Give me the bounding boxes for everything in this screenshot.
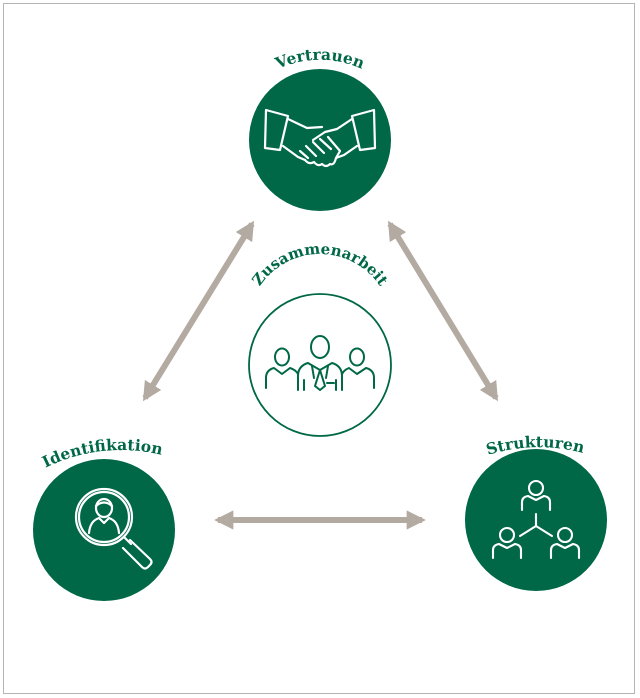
arrow-top-right — [387, 220, 499, 402]
team-icon — [265, 335, 375, 391]
node-vertrauen-label: Vertrauen — [272, 45, 368, 73]
diagram-frame — [3, 3, 635, 694]
person-search-icon — [74, 487, 153, 570]
arrow-top-left — [142, 220, 255, 402]
node-identifikation: Identifikation — [33, 435, 175, 601]
node-zusammenarbeit-label: Zusammenarbeit — [248, 240, 391, 289]
org-structure-icon — [491, 479, 581, 560]
node-vertrauen: Vertrauen — [249, 45, 391, 211]
node-strukturen: Strukturen — [465, 432, 607, 591]
node-zusammenarbeit: Zusammenarbeit — [248, 240, 392, 437]
handshake-icon — [263, 108, 377, 168]
